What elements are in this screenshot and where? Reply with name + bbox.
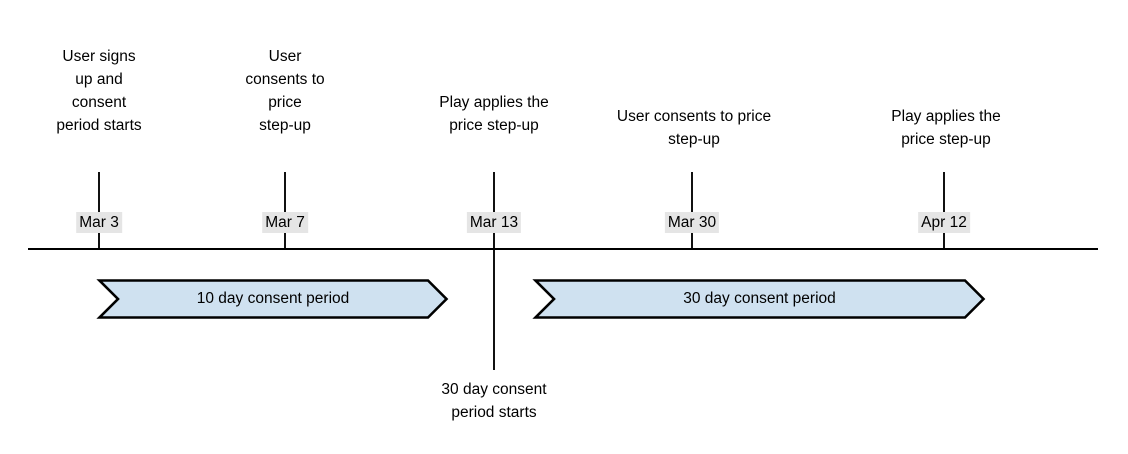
tick-mar-3 — [98, 172, 100, 250]
event-label-mar-30: User consents to price step-up — [616, 108, 772, 148]
banner-30-day-consent-period[interactable]: 30 day consent period — [532, 279, 986, 319]
tick-mar-30 — [691, 172, 693, 250]
date-chip-mar-3: Mar 3 — [76, 212, 122, 233]
date-chip-mar-30: Mar 30 — [664, 212, 720, 233]
date-chip-apr-12: Apr 12 — [918, 212, 970, 233]
date-chip-mar-7: Mar 7 — [262, 212, 308, 233]
timeline-axis — [28, 248, 1098, 250]
banner-shape-10-day — [96, 279, 449, 319]
date-chip-mar-13: Mar 13 — [466, 212, 522, 233]
banner-10-day-consent-period[interactable]: 10 day consent period — [96, 279, 449, 319]
bottom-note-30-day-start: 30 day consent period starts — [441, 381, 547, 421]
event-label-mar-13: Play applies the price step-up — [439, 94, 549, 134]
event-label-mar-7: User consents to price step-up — [245, 48, 325, 134]
event-label-apr-12: Play applies the price step-up — [891, 108, 1001, 148]
tick-mar-7 — [284, 172, 286, 250]
banner-shape-30-day — [532, 279, 986, 319]
tick-apr-12 — [943, 172, 945, 250]
tick-mar-13 — [493, 172, 495, 250]
event-label-mar-3: User signs up and consent period starts — [56, 48, 142, 134]
connector-mar-13-to-note — [493, 250, 495, 370]
